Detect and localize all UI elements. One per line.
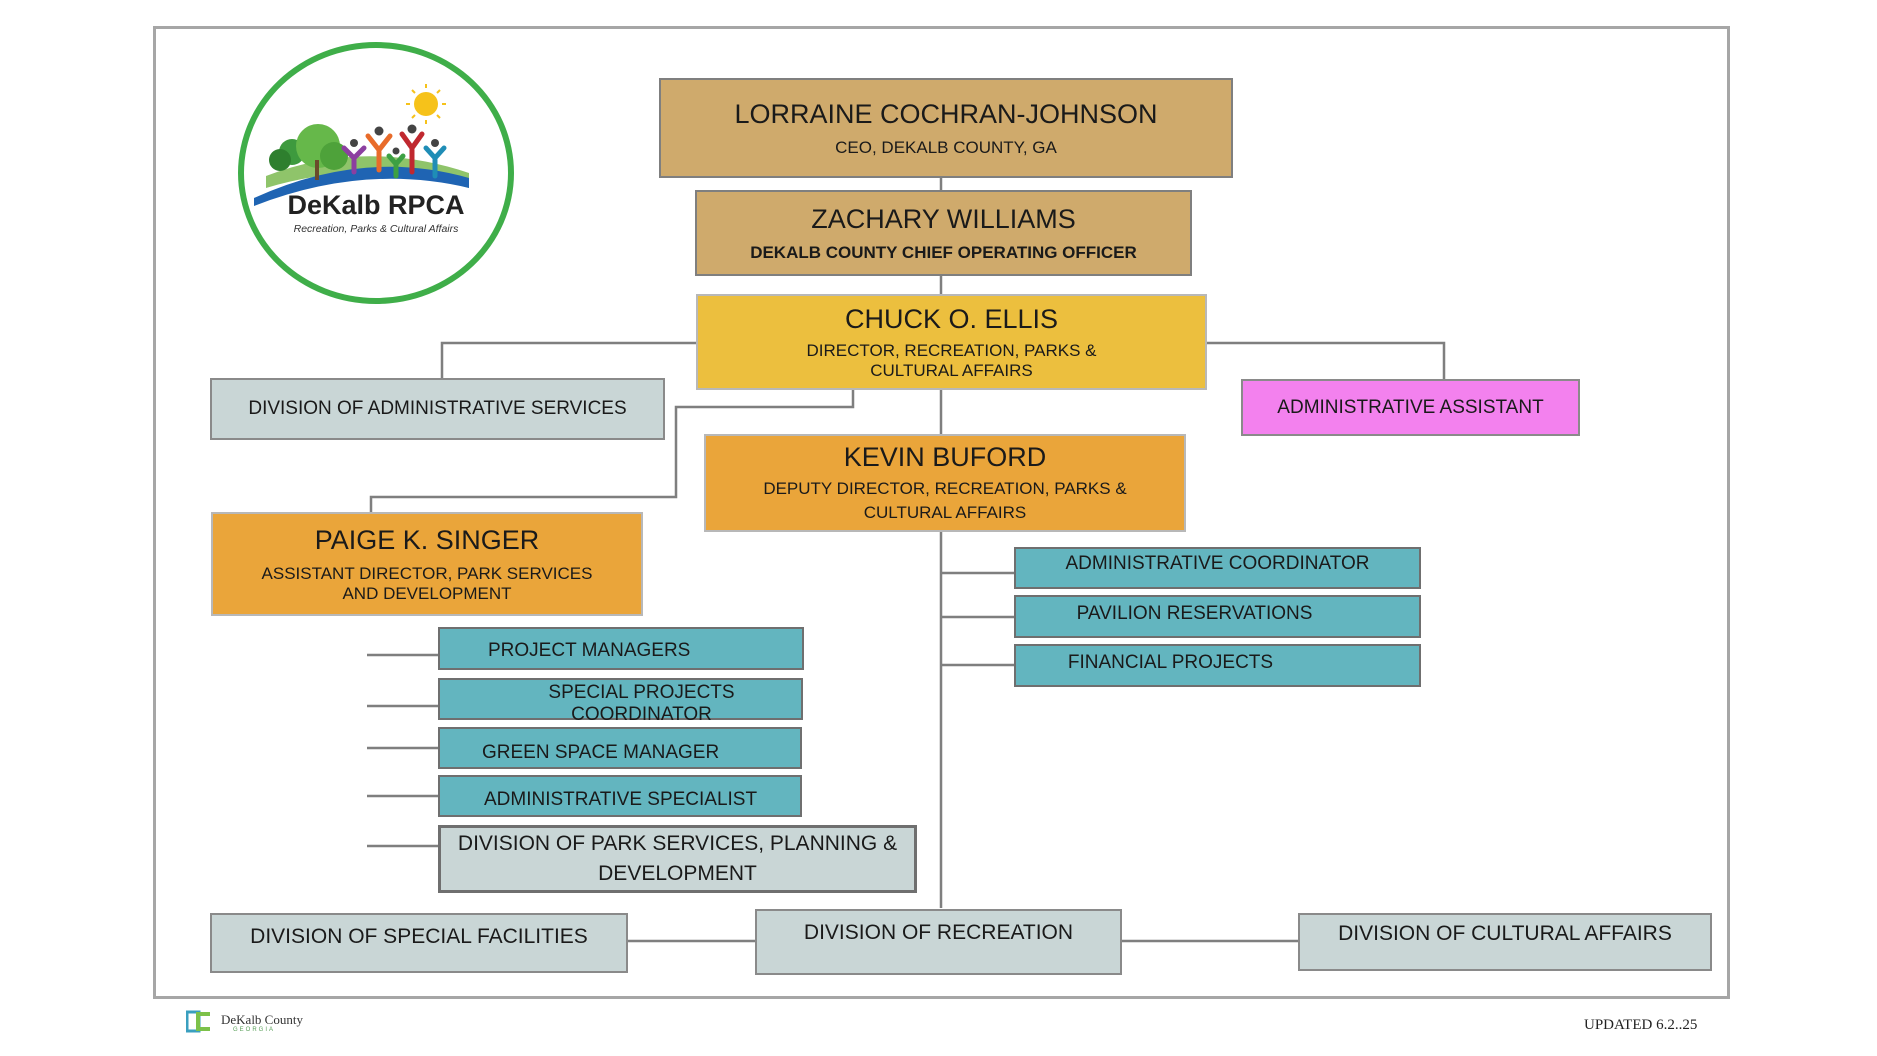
director-name: CHUCK O. ELLIS [844,303,1059,334]
ceo-title: CEO, DEKALB COUNTY, GA [835,137,1057,157]
coo-box: ZACHARY WILLIAMS DEKALB COUNTY CHIEF OPE… [695,190,1192,276]
singer-report-admin-specialist: ADMINISTRATIVE SPECIALIST [438,775,802,817]
division-recreation-box: DIVISION OF RECREATION [755,909,1122,975]
coo-title: DEKALB COUNTY CHIEF OPERATING OFFICER [750,242,1137,262]
deputy-title: DEPUTY DIRECTOR, RECREATION, PARKS & CUL… [763,478,1127,522]
logo-title: DeKalb RPCA [287,190,465,220]
singer-report-label: SPECIAL PROJECTS COORDINATOR [548,682,735,725]
assistant-director-title: ASSISTANT DIRECTOR, PARK SERVICES AND DE… [261,563,593,603]
division-special-facilities-label: DIVISION OF SPECIAL FACILITIES [250,924,588,948]
people-trees-sun-icon [254,84,469,206]
deputy-report-admin-coordinator: ADMINISTRATIVE COORDINATOR [1014,547,1421,589]
admin-assistant-box: ADMINISTRATIVE ASSISTANT [1241,379,1580,436]
ceo-name: LORRAINE COCHRAN-JOHNSON [734,98,1158,129]
deputy-report-label: PAVILION RESERVATIONS [1076,602,1313,624]
deputy-report-label: FINANCIAL PROJECTS [1067,651,1274,673]
deputy-report-label: ADMINISTRATIVE COORDINATOR [1065,553,1370,575]
deputy-name: KEVIN BUFORD [843,441,1047,472]
dekalb-county-logo-icon [186,1010,210,1033]
logo-subtitle: Recreation, Parks & Cultural Affairs [293,223,459,235]
park-services-division-label: DIVISION OF PARK SERVICES, PLANNING & DE… [457,831,898,885]
footer-county-name: DeKalb County [221,1012,303,1027]
singer-report-label: ADMINISTRATIVE SPECIALIST [484,789,758,811]
singer-report-label: GREEN SPACE MANAGER [482,742,720,764]
division-recreation-label: DIVISION OF RECREATION [803,920,1074,944]
director-box: CHUCK O. ELLIS DIRECTOR, RECREATION, PAR… [696,294,1207,390]
division-cultural-affairs-label: DIVISION OF CULTURAL AFFAIRS [1338,921,1672,945]
singer-report-project-managers: PROJECT MANAGERS [438,627,804,670]
singer-report-special-projects: SPECIAL PROJECTS COORDINATOR [438,678,803,725]
admin-services-box: DIVISION OF ADMINISTRATIVE SERVICES [210,378,665,440]
footer-state: GEORGIA [233,1027,276,1033]
admin-assistant-label: ADMINISTRATIVE ASSISTANT [1277,396,1544,418]
singer-report-green-space: GREEN SPACE MANAGER [438,727,802,769]
coo-name: ZACHARY WILLIAMS [811,203,1076,234]
assistant-director-box: PAIGE K. SINGER ASSISTANT DIRECTOR, PARK… [211,512,643,616]
ceo-box: LORRAINE COCHRAN-JOHNSON CEO, DEKALB COU… [659,78,1233,178]
rpca-logo: DeKalb RPCA Recreation, Parks & Cultural… [238,42,514,304]
deputy-report-pavilion-reservations: PAVILION RESERVATIONS [1014,595,1421,638]
assistant-director-name: PAIGE K. SINGER [314,524,540,555]
division-special-facilities-box: DIVISION OF SPECIAL FACILITIES [210,913,628,973]
updated-date: UPDATED 6.2..25 [1584,1017,1698,1033]
park-services-division-box: DIVISION OF PARK SERVICES, PLANNING & DE… [438,825,917,893]
director-title: DIRECTOR, RECREATION, PARKS & CULTURAL A… [806,340,1097,380]
division-cultural-affairs-box: DIVISION OF CULTURAL AFFAIRS [1298,913,1712,971]
deputy-director-box: KEVIN BUFORD DEPUTY DIRECTOR, RECREATION… [704,434,1186,532]
deputy-report-financial-projects: FINANCIAL PROJECTS [1014,644,1421,687]
admin-services-label: DIVISION OF ADMINISTRATIVE SERVICES [248,398,627,420]
chart-frame [153,26,1730,999]
singer-report-label: PROJECT MANAGERS [488,639,691,661]
